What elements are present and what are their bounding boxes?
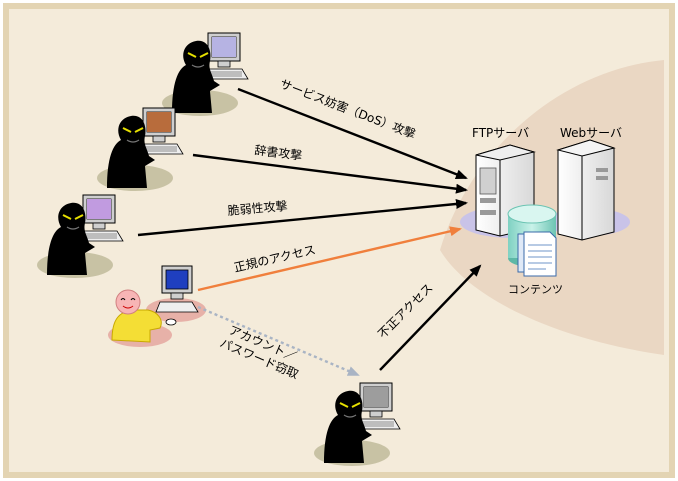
document-icon — [517, 231, 557, 277]
web-server-label: Webサーバ — [560, 126, 622, 140]
vulnerability-attack-label: 脆弱性攻撃 — [227, 198, 288, 218]
screen-dos — [212, 37, 236, 57]
screen-dictionary — [147, 112, 171, 132]
ftp-server-label: FTPサーバ — [472, 126, 529, 140]
screen-unauthorized — [364, 387, 388, 407]
web-server-icon — [546, 139, 630, 241]
dictionary-attack-label: 辞書攻撃 — [254, 142, 303, 163]
legitimate-access-arrow — [197, 226, 462, 292]
contents-label: コンテンツ — [508, 283, 563, 296]
screen-vulnerability — [87, 199, 111, 219]
unauthorized-access-arrow — [379, 264, 482, 371]
server-zone — [440, 60, 664, 355]
dictionary-attack-arrow — [192, 153, 468, 194]
dos-attack-arrow — [237, 87, 468, 180]
credential-theft-arrow — [197, 305, 360, 377]
user-icon — [108, 265, 206, 347]
vulnerability-attack-arrow — [137, 198, 468, 237]
